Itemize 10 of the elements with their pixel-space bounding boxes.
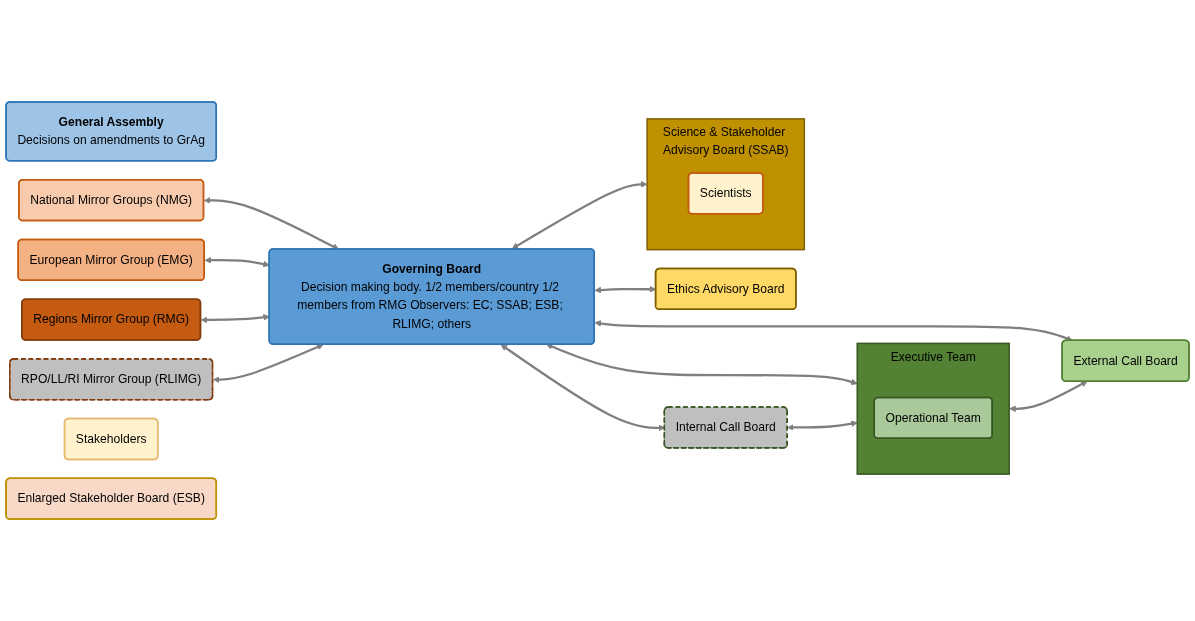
arrow	[500, 344, 665, 432]
arrow	[1009, 380, 1088, 413]
arrow	[594, 320, 1073, 342]
arrow	[546, 343, 858, 386]
arrow	[204, 256, 270, 268]
arrow	[200, 314, 270, 324]
arrow	[787, 420, 858, 431]
arrow	[203, 197, 339, 250]
arrow	[511, 180, 648, 250]
arrow	[212, 343, 324, 383]
